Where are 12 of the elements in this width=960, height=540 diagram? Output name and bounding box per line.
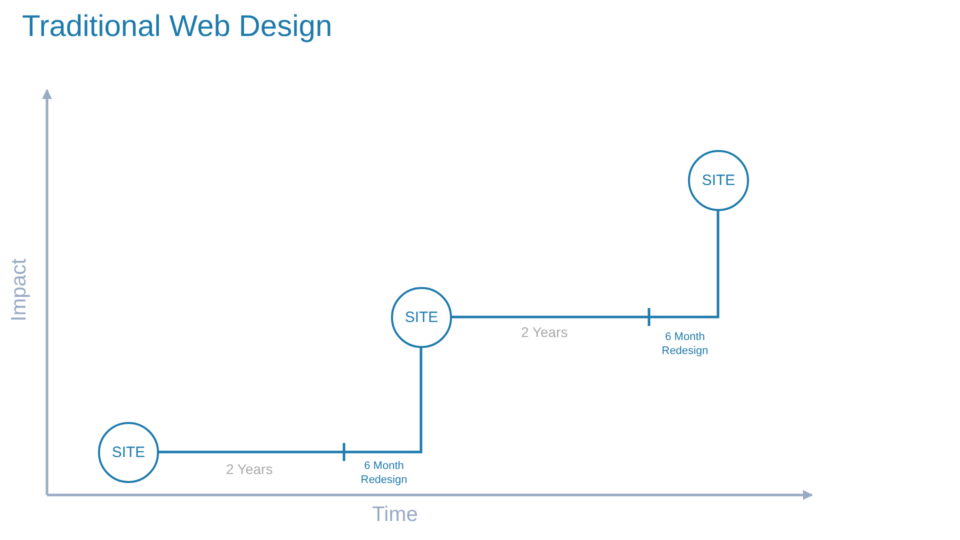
axis-label: Impact — [8, 258, 32, 322]
site-circle: SITE — [98, 422, 159, 483]
redesign-note: 6 Month Redesign — [360, 459, 408, 487]
connector-line — [451, 210, 720, 318]
edge-label: 2 Years — [521, 324, 568, 340]
site-circle: SITE — [391, 287, 452, 348]
edge-label: 2 Years — [226, 461, 273, 477]
site-circle: SITE — [688, 150, 749, 211]
axis-label: Time — [372, 503, 418, 527]
redesign-note: 6 Month Redesign — [660, 330, 710, 358]
diagram-title: Traditional Web Design — [22, 10, 332, 44]
connector-line — [158, 347, 422, 454]
